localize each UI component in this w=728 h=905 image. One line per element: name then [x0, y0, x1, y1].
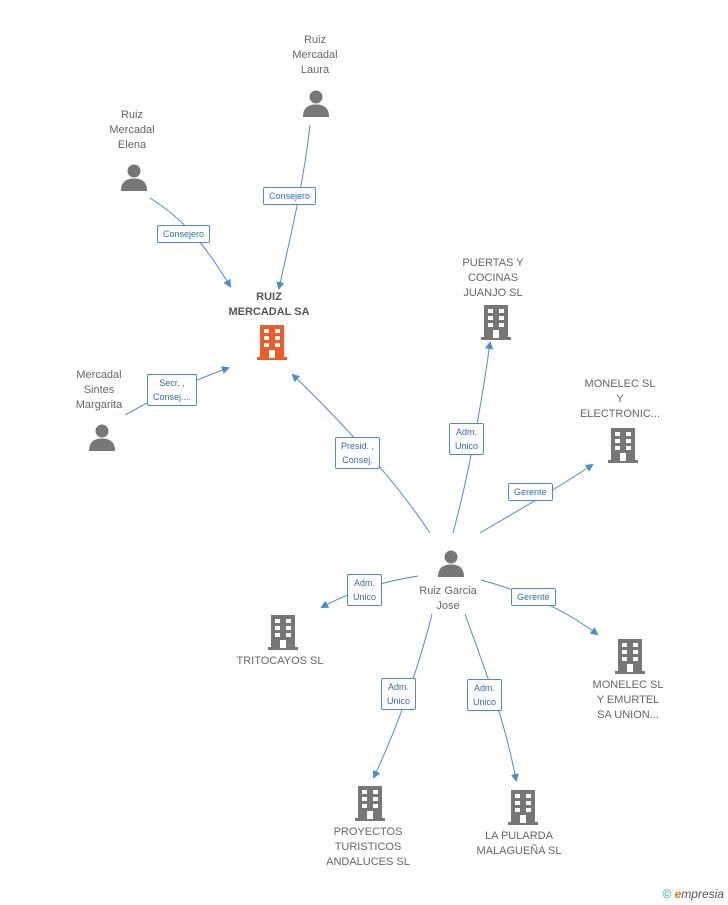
edge-label-jose-pularda[interactable]: Adm. Unico — [467, 679, 503, 711]
person-icon[interactable] — [121, 164, 147, 192]
edge-label-jose-proyectos[interactable]: Adm. Unico — [381, 678, 417, 710]
empresia-logo: © empresia — [662, 887, 724, 901]
node-label-laura[interactable]: Ruiz Mercadal Laura — [292, 34, 338, 76]
edge-label-laura-consejero[interactable]: Consejero — [263, 187, 317, 205]
company-icon[interactable] — [268, 615, 298, 650]
person-icon[interactable] — [303, 90, 329, 118]
node-label-pularda[interactable]: LA PULARDA MALAGUEÑA SL — [476, 830, 562, 857]
node-label-monelec-electronic[interactable]: MONELEC SL Y ELECTRONIC... — [579, 378, 661, 420]
node-label-ruiz-garcia[interactable]: Ruiz Garcia Jose — [419, 585, 477, 612]
edge-label-margarita-role[interactable]: Secr. , Consej.... — [147, 374, 198, 406]
node-label-puertas[interactable]: PUERTAS Y COCINAS JUANJO SL — [462, 257, 524, 299]
edge-label-jose-puertas[interactable]: Adm. Unico — [449, 423, 485, 455]
edge-label-jose-monelec-e[interactable]: Gerente — [508, 483, 553, 501]
copyright-symbol: © — [662, 887, 672, 901]
company-icon[interactable] — [257, 325, 287, 360]
node-label-ruiz-mercadal-sa[interactable]: RUIZ MERCADAL SA — [228, 291, 310, 318]
edge-label-elena-consejero[interactable]: Consejero — [157, 225, 211, 243]
company-icon[interactable] — [508, 790, 538, 825]
edge-label-jose-tritocayos[interactable]: Adm. Unico — [347, 574, 383, 606]
node-label-monelec-emurtel[interactable]: MONELEC SL Y EMURTEL SA UNION... — [592, 679, 664, 721]
company-icon[interactable] — [355, 786, 385, 821]
edge-label-jose-monelec-u[interactable]: Gerente — [511, 588, 556, 606]
brand-rest: mpresia — [681, 887, 724, 901]
company-icon[interactable] — [615, 639, 645, 674]
node-label-margarita[interactable]: Mercadal Sintes Margarita — [75, 369, 123, 411]
node-label-proyectos[interactable]: PROYECTOS TURISTICOS ANDALUCES SL — [326, 826, 410, 868]
person-icon[interactable] — [438, 550, 464, 578]
company-icon[interactable] — [481, 305, 511, 340]
brand-e: e — [674, 887, 682, 901]
edge-laura-sa — [276, 124, 311, 290]
node-label-elena[interactable]: Ruiz Mercadal Elena — [109, 109, 155, 151]
node-label-tritocayos[interactable]: TRITOCAYOS SL — [236, 655, 324, 667]
person-icon[interactable] — [89, 424, 115, 452]
company-icon[interactable] — [608, 428, 638, 463]
edge-label-jose-presid[interactable]: Presid. , Consej. — [335, 437, 381, 469]
